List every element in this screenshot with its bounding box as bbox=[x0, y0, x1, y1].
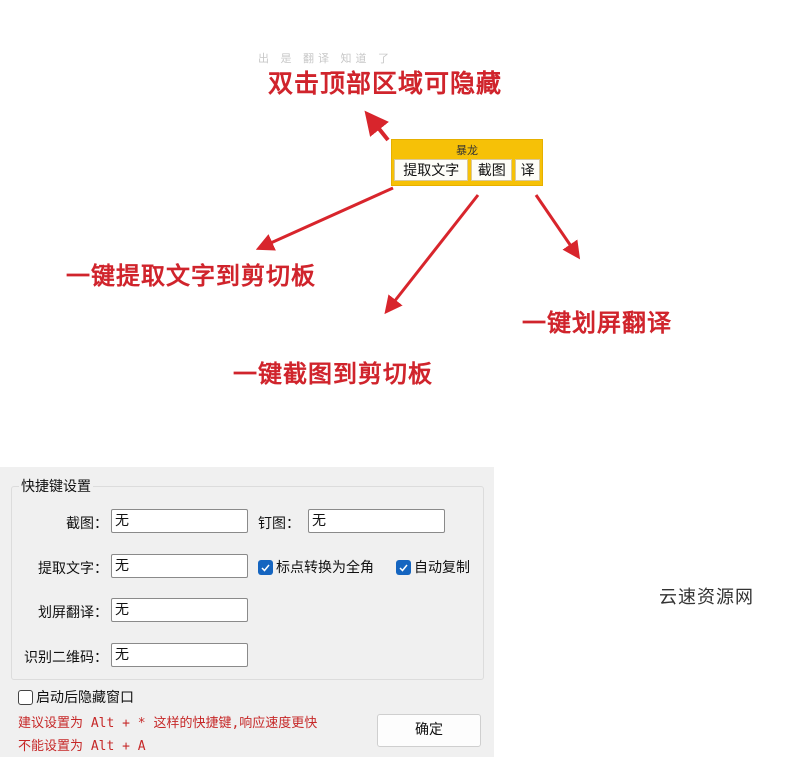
watermark: 云速资源网 bbox=[659, 587, 754, 608]
qrcode-hotkey-input[interactable]: 无 bbox=[111, 643, 248, 667]
pin-label: 钉图： bbox=[258, 516, 300, 532]
annotation-arrows bbox=[255, 110, 581, 315]
auto-copy-label: 自动复制 bbox=[414, 560, 470, 576]
extract-text-label: 提取文字： bbox=[38, 561, 108, 577]
extract-text-annotation: 一键提取文字到剪切板 bbox=[66, 262, 316, 290]
hint-line-2: 不能设置为 Alt + A bbox=[18, 739, 146, 754]
toolbar-title[interactable]: 暴龙 bbox=[456, 144, 478, 157]
hint-line-1: 建议设置为 Alt + * 这样的快捷键,响应速度更快 bbox=[18, 716, 318, 731]
translate-label: 划屏翻译： bbox=[38, 605, 108, 621]
hide-on-start-checkbox[interactable]: 启动后隐藏窗口 bbox=[18, 687, 134, 707]
ok-button[interactable]: 确定 bbox=[377, 714, 481, 747]
screenshot-hotkey-input[interactable]: 无 bbox=[111, 509, 248, 533]
settings-dialog: 快捷键设置 截图： 无 钉图： 无 提取文字： 无 标点转换为全角 自动复制 划… bbox=[0, 467, 494, 757]
hotkey-group bbox=[11, 486, 484, 680]
extract-text-hotkey-input[interactable]: 无 bbox=[111, 554, 248, 578]
screenshot-button[interactable]: 截图 bbox=[471, 159, 513, 181]
arrow-to-hide-hint bbox=[364, 110, 390, 142]
floating-toolbar[interactable]: 暴龙 提取文字 截图 译 bbox=[391, 139, 543, 186]
fullwidth-punct-checkbox[interactable]: 标点转换为全角 bbox=[258, 557, 374, 577]
hotkey-group-title: 快捷键设置 bbox=[19, 476, 93, 496]
qrcode-label: 识别二维码： bbox=[24, 650, 108, 666]
screenshot-annotation: 一键截图到剪切板 bbox=[233, 360, 433, 388]
checkbox-checked-icon[interactable] bbox=[258, 559, 273, 575]
fullwidth-punct-label: 标点转换为全角 bbox=[276, 560, 374, 576]
translate-button[interactable]: 译 bbox=[515, 159, 540, 181]
checkbox-unchecked-icon[interactable] bbox=[18, 689, 33, 705]
hide-on-start-label: 启动后隐藏窗口 bbox=[36, 690, 134, 706]
screenshot-label: 截图： bbox=[66, 516, 108, 532]
checkbox-checked-icon[interactable] bbox=[396, 559, 411, 575]
extract-text-button[interactable]: 提取文字 bbox=[394, 159, 469, 181]
hide-hint-annotation: 双击顶部区域可隐藏 bbox=[268, 69, 503, 98]
translate-hotkey-input[interactable]: 无 bbox=[111, 598, 248, 622]
arrow-to-translate bbox=[534, 194, 581, 260]
translate-annotation: 一键划屏翻译 bbox=[522, 309, 672, 337]
arrow-to-extract-text bbox=[255, 186, 394, 251]
auto-copy-checkbox[interactable]: 自动复制 bbox=[396, 557, 470, 577]
pin-hotkey-input[interactable]: 无 bbox=[308, 509, 445, 533]
arrow-to-screenshot bbox=[384, 194, 480, 315]
faint-background-text: 出 是 翻译 知道 了 bbox=[258, 52, 393, 65]
